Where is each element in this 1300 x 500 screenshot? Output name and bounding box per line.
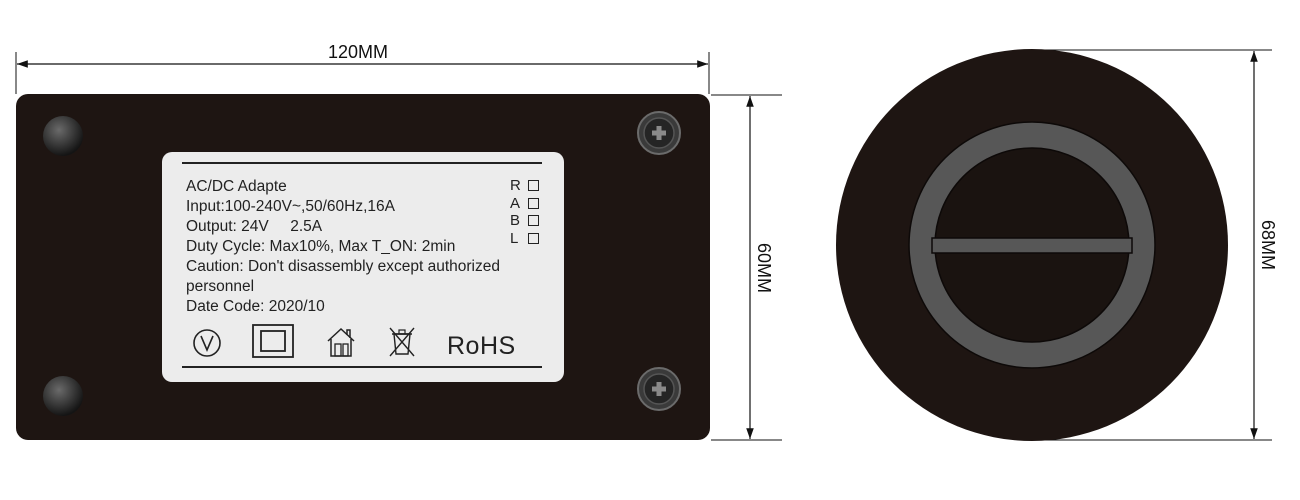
grade-row-r: R — [510, 177, 539, 195]
grade-letter-l: L — [510, 229, 519, 247]
label-top-rule — [182, 162, 542, 164]
label-bottom-rule — [182, 366, 542, 368]
checkbox-icon — [528, 180, 539, 192]
diameter-label: 68MM — [1258, 220, 1278, 270]
grade-row-l: L — [510, 230, 539, 248]
end-cap-ring-outer-edge — [908, 121, 1156, 369]
label-date-code: Date Code: 2020/10 — [186, 298, 325, 315]
length-label: 120MM — [328, 42, 388, 62]
label-output-rating: Output: 24V 2.5A — [186, 218, 323, 235]
grade-letter-r: R — [510, 177, 521, 194]
rubber-foot-top-left — [43, 116, 83, 156]
double-square-icon — [252, 324, 294, 358]
round-end-view — [836, 49, 1228, 441]
checkbox-icon — [528, 197, 539, 209]
rubber-foot-bottom-left — [43, 376, 83, 416]
end-cap-slot — [931, 237, 1133, 254]
length-dimension: 120MM — [15, 42, 710, 94]
label-product-name: AC/DC Adapte — [186, 178, 287, 195]
screw-bottom-right — [637, 367, 681, 411]
width-label: 60MM — [754, 243, 774, 293]
checkbox-icon — [528, 232, 539, 244]
product-label: AC/DC Adapte Input:100-240V~,50/60Hz,16A… — [162, 152, 564, 382]
checkbox-icon — [528, 215, 539, 227]
label-input-rating: Input:100-240V~,50/60Hz,16A — [186, 198, 395, 215]
certification-symbols: RoHS — [192, 324, 522, 360]
label-caution: Caution: Don't disassembly except author… — [186, 258, 500, 295]
grade-row-b: B — [510, 212, 539, 230]
crossed-bin-icon — [389, 327, 415, 357]
diameter-dimension: 68MM — [1032, 49, 1278, 441]
screw-top-right — [637, 111, 681, 155]
grade-row-a: A — [510, 195, 539, 213]
grade-letter-b: B — [510, 212, 521, 229]
v-circle-icon — [193, 329, 221, 357]
label-duty-cycle: Duty Cycle: Max10%, Max T_ON: 2min — [186, 238, 456, 255]
rohs-mark: RoHS — [447, 332, 516, 360]
house-icon — [327, 327, 355, 357]
grade-checkboxes: R A B L — [510, 177, 539, 247]
grade-letter-a: A — [510, 194, 521, 212]
width-dimension: 60MM — [711, 94, 782, 441]
label-spec-lines: AC/DC Adapte Input:100-240V~,50/60Hz,16A… — [186, 177, 526, 317]
